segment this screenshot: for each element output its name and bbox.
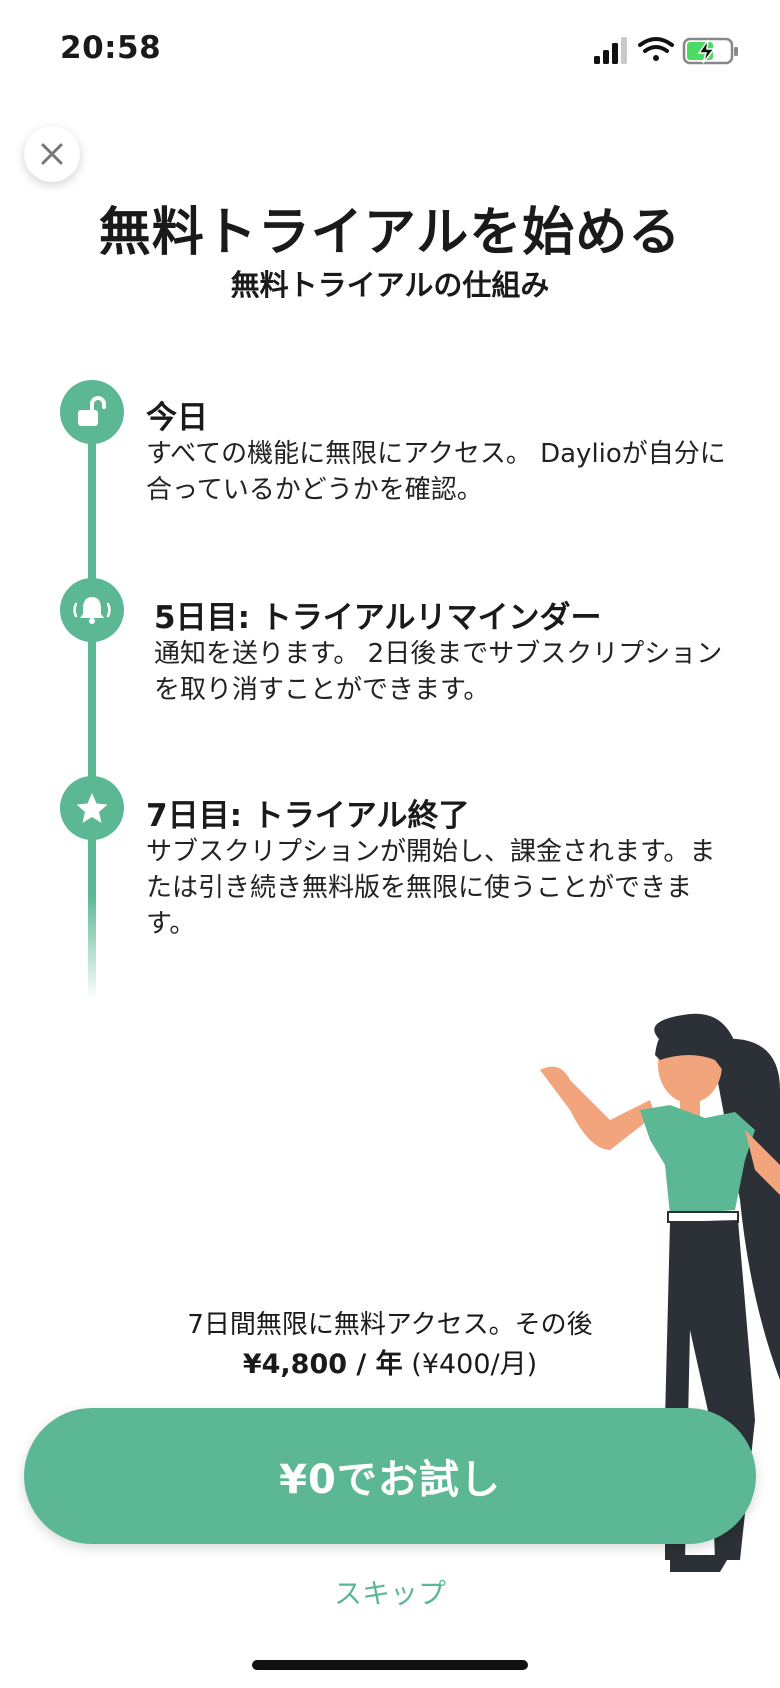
home-indicator[interactable] [252,1660,528,1670]
star-icon [76,793,108,823]
start-trial-button[interactable]: ¥0でお試し [24,1408,756,1544]
monthly-price: (¥400/月) [411,1349,538,1380]
status-icons [594,37,738,65]
step-desc-today: すべての機能に無限にアクセス。 Daylioが自分に合っているかどうかを確認。 [146,439,726,505]
step-desc-day7: サブスクリプションが開始し、課金されます。または引き続き無料版を無限に使うことが… [146,837,716,939]
page-title: 無料トライアルを始める [98,203,682,263]
unlock-icon [78,396,106,426]
timeline-step-today [60,380,124,444]
pricing-info: 7日間無限に無料アクセス。その後 [187,1310,593,1340]
step-desc-day5: 通知を送ります。 2日後までサブスクリプションを取り消すことができます。 [154,639,723,705]
step-title-day5: 5日目: トライアルリマインダー [154,600,602,636]
yearly-price: ¥4,800 / 年 [242,1349,403,1380]
battery-charging-icon [682,37,738,65]
wifi-icon [638,37,674,61]
status-bar: 20:58 [0,0,780,100]
skip-link[interactable]: スキップ [333,1577,446,1610]
timeline-step-day7 [60,776,124,840]
timeline-line [88,420,96,1000]
signal-icon [594,37,627,64]
close-icon [41,143,63,165]
pricing-amount: ¥4,800 / 年 (¥400/月) [0,1342,780,1381]
bell-icon [73,597,111,624]
step-title-day7: 7日目: トライアル終了 [146,798,470,834]
page-subtitle: 無料トライアルの仕組み [230,268,550,302]
status-time: 20:58 [60,30,162,66]
step-title-today: 今日 [146,400,208,436]
timeline-step-day5 [60,578,124,642]
trial-timeline: 今日 すべての機能に無限にアクセス。 Daylioが自分に合っているかどうかを確… [0,380,780,1000]
close-button[interactable] [24,126,80,182]
